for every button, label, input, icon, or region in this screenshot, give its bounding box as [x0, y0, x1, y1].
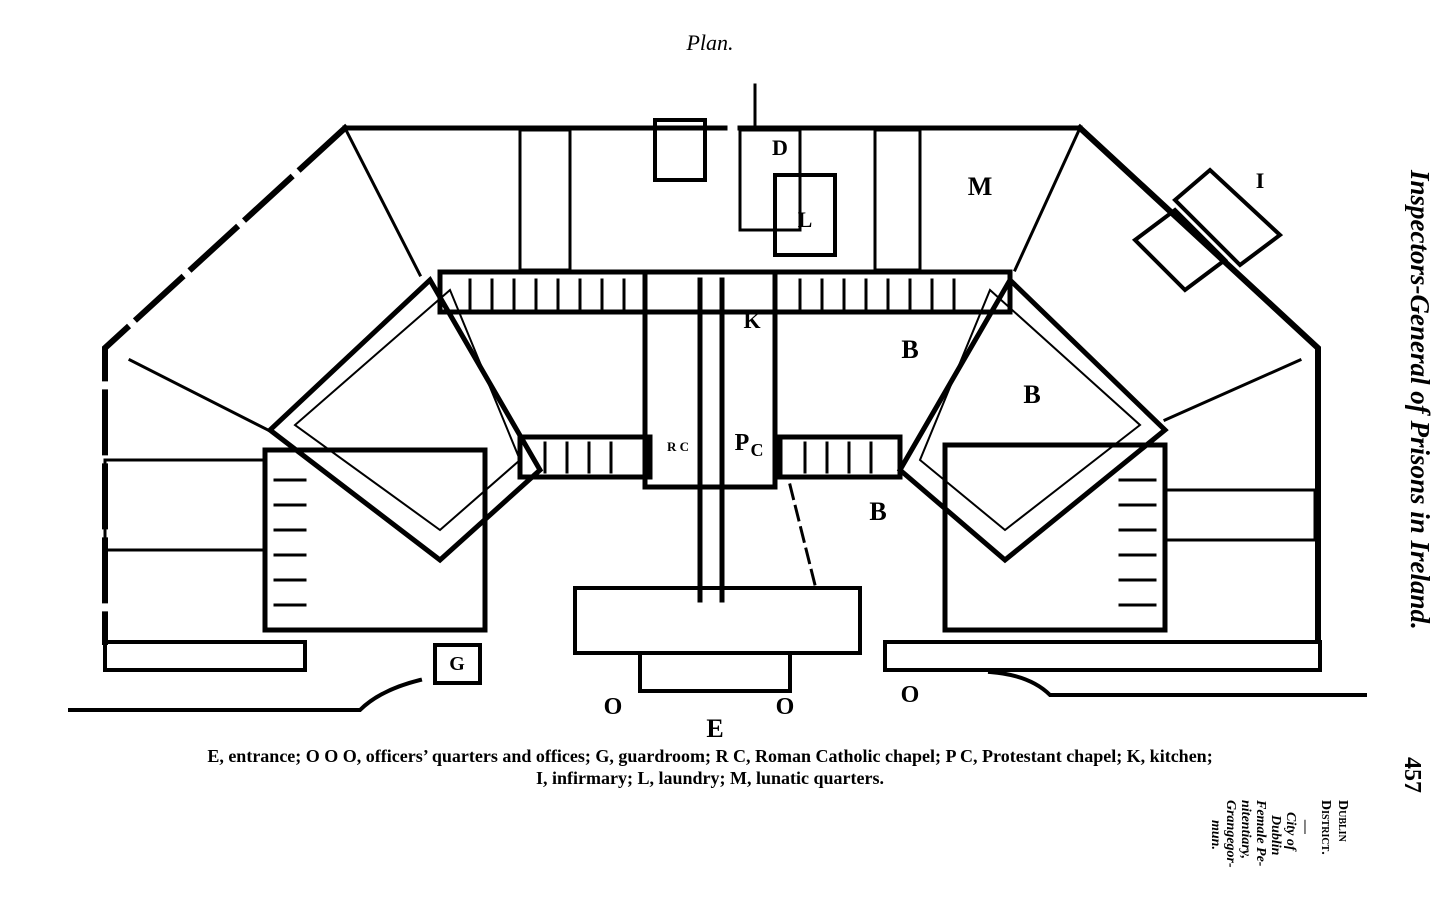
caption-line-1: E, entrance; O O O, officers’ quarters a…	[207, 746, 1213, 766]
right-front-range	[883, 640, 1322, 672]
label-PC-P: P	[735, 430, 750, 456]
label-D: D	[772, 135, 788, 160]
side-place-4: nitentiary,	[1238, 800, 1253, 859]
label-L: L	[798, 207, 813, 232]
side-place-1: City of	[1283, 812, 1298, 851]
central-spine	[642, 269, 778, 490]
label-PC-C: C	[751, 440, 764, 460]
laundry-room	[773, 173, 837, 257]
central-corridor	[437, 269, 1013, 315]
side-place-3: Female Pe-	[1253, 800, 1268, 867]
label-I: I	[1256, 168, 1265, 193]
left-lower-block	[262, 447, 488, 633]
side-place-5: Grangegor-	[1223, 800, 1238, 868]
side-district-2: District.	[1318, 800, 1333, 855]
running-header: Inspectors-General of Prisons in Ireland…	[1405, 170, 1435, 630]
lower-corridor	[517, 434, 653, 480]
left-wing	[266, 276, 544, 564]
side-place-2: Dublin	[1268, 815, 1283, 856]
label-M: M	[968, 172, 993, 201]
label-O-right: O	[901, 682, 920, 708]
front-road	[68, 677, 423, 712]
label-B-right: B	[1023, 380, 1040, 409]
label-E: E	[706, 714, 723, 743]
plan-title: Plan.	[686, 30, 734, 55]
page-number: 457	[1399, 757, 1425, 793]
side-place-6: mun.	[1208, 820, 1223, 850]
entrance-block	[573, 586, 862, 655]
infirmary-block	[1172, 167, 1284, 268]
label-O-left: O	[604, 694, 623, 720]
label-B-lower: B	[869, 497, 886, 526]
label-RC: R C	[667, 439, 689, 454]
left-front-range	[103, 640, 307, 672]
caption-line-2: I, infirmary; L, laundry; M, lunatic qua…	[536, 768, 884, 788]
right-wing	[896, 275, 1169, 564]
label-B-upper: B	[901, 335, 918, 364]
outer-wall-left	[102, 123, 350, 645]
guardroom	[433, 643, 482, 685]
label-O-mid: O	[776, 694, 795, 720]
plan-caption: E, entrance; O O O, officers’ quarters a…	[60, 745, 1360, 789]
side-note: Dublin District. — City of Dublin Female…	[1180, 800, 1360, 915]
side-divider: —	[1298, 820, 1313, 834]
side-district-1: Dublin	[1335, 800, 1350, 842]
outer-wall-right	[1075, 123, 1321, 643]
label-G: G	[449, 653, 465, 675]
label-K: K	[743, 308, 760, 333]
